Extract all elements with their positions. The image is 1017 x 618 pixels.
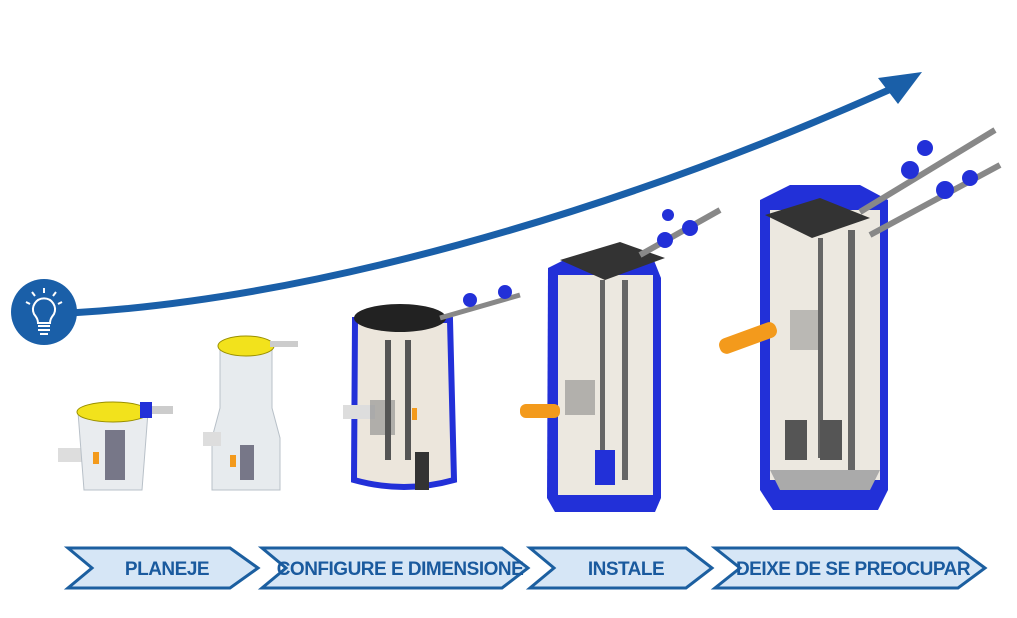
- xxl-pump-station: [719, 127, 1002, 510]
- step-label: DEIXE DE SE PREOCUPAR: [736, 559, 971, 580]
- growth-arrow: [69, 81, 902, 317]
- step-label: PLANEJE: [125, 559, 209, 580]
- step-planeje: PLANEJE: [63, 546, 261, 590]
- xl-pump-station: [520, 207, 722, 512]
- arrow-head-icon: [878, 72, 922, 104]
- large-pump-station: [343, 285, 521, 490]
- step-label: INSTALE: [588, 559, 664, 580]
- step-deixe: DEIXE DE SE PREOCUPAR: [710, 546, 988, 590]
- medium-pump-station: [203, 335, 298, 491]
- step-label: CONFIGURE E DIMENSIONE: [277, 559, 524, 580]
- step-configure: CONFIGURE E DIMENSIONE: [257, 546, 531, 590]
- small-pump-station: [58, 401, 173, 491]
- lightbulb-icon: [11, 279, 77, 345]
- step-instale: INSTALE: [525, 546, 715, 590]
